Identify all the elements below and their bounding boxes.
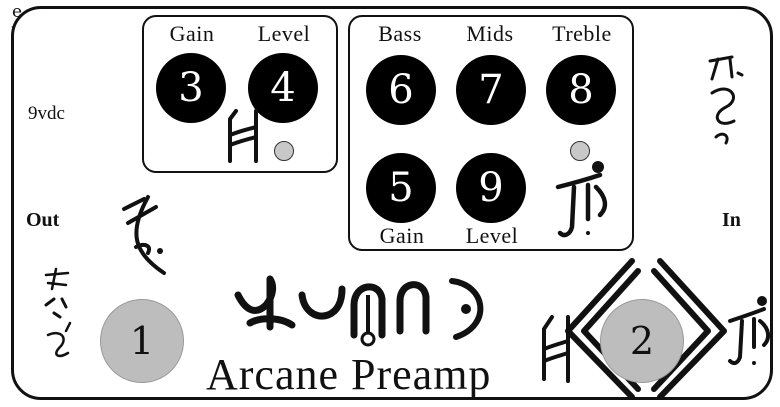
drive-led [274,141,294,161]
treble-knob[interactable]: 8 [546,55,616,125]
rune-glyph-drive [224,105,264,165]
knob-label-level-2: Level [452,223,532,249]
power-jack-label: 9vdc [28,103,65,125]
knob-label-gain-1: Gain [152,21,232,47]
eq-panel: Bass Mids Treble 6 7 8 5 9 Gain Level [348,15,634,251]
bass-knob[interactable]: 6 [366,55,436,125]
knob-label-gain-2: Gain [362,223,442,249]
rune-glyph-bottom-left-switch2 [538,309,574,385]
rune-glyph-eq [554,157,614,241]
footswitch-2[interactable]: 2 [600,299,684,383]
mids-knob[interactable]: 7 [456,55,526,125]
pedal-title: Arcane Preamp [206,349,491,400]
gain-knob-1[interactable]: 3 [156,53,226,123]
rune-glyph-top-right [700,51,750,151]
rune-glyph-left-mid [114,193,174,289]
knob-label-level-1: Level [244,21,324,47]
rune-glyph-left-bottom [38,265,78,361]
knob-label-treble: Treble [542,21,622,47]
pedal-enclosure: 9vdc Out In Gain Level 3 4 Bass Mids Tre… [11,6,773,400]
gain-knob-2[interactable]: 5 [366,153,436,223]
output-jack-label: Out [26,209,59,232]
rune-logo [230,265,500,349]
footswitch-1[interactable]: 1 [100,299,184,383]
input-jack-label: In [722,209,741,232]
knob-label-mids: Mids [450,21,530,47]
knob-label-bass: Bass [360,21,440,47]
level-knob-2[interactable]: 9 [456,153,526,223]
rune-glyph-bottom-right [726,293,774,373]
drive-panel: Gain Level 3 4 [142,15,338,173]
